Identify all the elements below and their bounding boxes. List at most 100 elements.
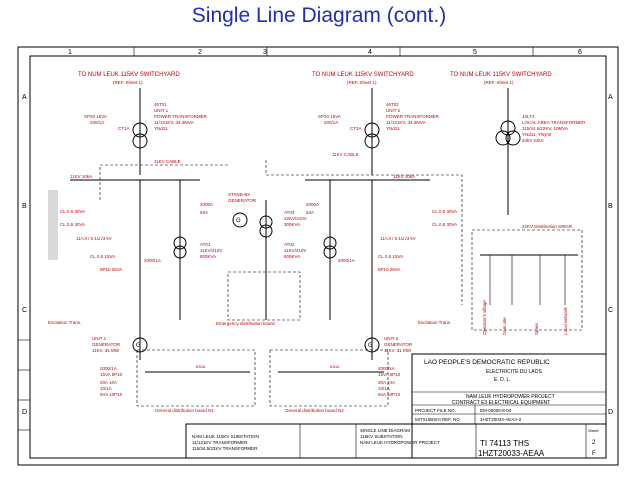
tb-proj-file-value: EM-00000-8-03 — [480, 408, 512, 413]
tb-ref-label: MITSUBISHI REF. NO. — [415, 417, 461, 422]
col-label-4: 4 — [368, 49, 372, 56]
tb-sld-1: SINGLE LINE DIAGRAM — [360, 428, 410, 433]
feeder-dam-site: Dam site — [502, 317, 507, 335]
cl05-right2: CL.0.5 30VA — [432, 222, 457, 227]
at02-l3: 800KVA — [284, 254, 300, 259]
a2000: 2000A — [200, 202, 213, 207]
excitation-left: Excitation Trans. — [48, 320, 81, 325]
feeder-local-network: Local network — [563, 306, 568, 335]
row-label-b-right: B — [608, 203, 613, 210]
local-area-transformer — [495, 120, 521, 146]
cl05-left2: CL.0.5 30VA — [60, 222, 85, 227]
column-markers: 1 2 3 4 5 6 — [68, 47, 582, 56]
tb-sub-2: 11/121KV TRANSFORMER — [192, 440, 248, 445]
tb-rev: F — [592, 451, 596, 457]
title-block — [185, 353, 607, 459]
t3-line1: 10LT2 — [522, 114, 535, 119]
at03-l3: 300KVA — [284, 222, 300, 227]
at01-l3: 800KVA — [200, 254, 216, 259]
gen1-l2: GENERATOR — [92, 342, 121, 347]
t2-line3: POWER TRANSFORMER — [386, 114, 440, 119]
gen1-ct4: 10/1A — [100, 386, 112, 391]
emergency-label: Emergency distribution board — [216, 321, 275, 326]
cable-left: 11KV CABLE — [154, 159, 181, 164]
gdb-n1-box — [136, 349, 256, 407]
gen1-ct3: 20A 10A — [100, 380, 117, 385]
row-label-d: D — [22, 409, 27, 416]
t1-line1: 45T01 — [154, 102, 167, 107]
row-label-a: A — [22, 94, 27, 101]
col-label-5: 5 — [473, 49, 477, 56]
a63: 63A — [200, 210, 208, 215]
col-label-6: 6 — [578, 49, 582, 56]
t2-line1: 46T02 — [386, 102, 399, 107]
tb-sld-3: NAM LEUK HYDROPOWER PROJECT — [360, 440, 440, 445]
switchyard-right: TO NUM LEUK 115KV SWITCHYARD — [450, 72, 552, 78]
tb-sld-2: 115KV SUBSTATION — [360, 434, 403, 439]
interconnect-dashed-left — [99, 164, 230, 200]
side-strip — [18, 190, 58, 431]
sp-mid2: 200/1A — [324, 120, 338, 125]
t3-line2: LOCAL AREA TRANSFORMER — [522, 120, 586, 125]
t3-line4: YNd11, YNyn0 — [522, 132, 552, 137]
a2000-1-left: 2000/1A — [144, 258, 161, 263]
sp10-right: 5P10 25VA — [378, 267, 400, 272]
aux-transformer-at01 — [173, 180, 187, 320]
kv-left: 11KV 10kA — [70, 174, 92, 179]
t1-line3: POWER TRANSFORMER — [154, 114, 208, 119]
standby-label: STAND-BY — [228, 192, 250, 197]
gen2-ct5: 5VA 10P10 — [378, 392, 401, 397]
ratio-left: 11/√3 / 0.11/√3 kV — [76, 236, 112, 241]
gen2-l1: UNIT 2 — [384, 336, 399, 341]
row-label-c-right: C — [608, 307, 613, 314]
gen2-l2: GENERATOR — [384, 342, 413, 347]
sp10-left: 5P10 25VA — [100, 267, 122, 272]
at01-l1: AT01 — [200, 242, 211, 247]
cl05-right: CL.0.5 30VA — [432, 209, 457, 214]
at03-l1: AT03 — [284, 210, 295, 215]
feeder-operators-village: Operator's village — [482, 300, 487, 335]
ratio-right: 11/√3 / 0.11/√3 kV — [380, 236, 416, 241]
tb-sheet-label: Sheet — [588, 428, 599, 433]
feeder-spare: Spare — [534, 322, 539, 335]
tb-utility: ELECTRICITE DU LAOS — [486, 369, 543, 375]
t1-line5: YNd11 — [154, 126, 168, 131]
a2000b: 2000A — [306, 202, 319, 207]
cl05-left: CL.0.5 30VA — [60, 209, 85, 214]
cl05-15-left: CL.0.5 15VA — [90, 254, 115, 259]
aux-transformer-at02 — [323, 180, 337, 320]
dist-bus-label: 22KV Distribution SWGR — [522, 224, 573, 229]
tb-proj-file-label: PROJECT FILE NO. — [415, 408, 456, 413]
a2000-1-right: 2000/1A — [338, 258, 355, 263]
tb-abbr: E. D. L. — [494, 377, 511, 383]
generator-1-glyph: G — [136, 343, 141, 349]
gen1-ct2: 15VA 5P10 — [100, 372, 123, 377]
cl05-15-right: CL.0.5 15VA — [378, 254, 403, 259]
gen1-ct1: 2000/1A — [100, 366, 117, 371]
col-label-2: 2 — [198, 49, 202, 56]
row-label-d-right: D — [608, 409, 613, 416]
tb-drawing-small: TI 74113 THS — [480, 439, 529, 448]
ct-left: CT1A — [118, 126, 130, 131]
generator-label: GENERATOR — [228, 198, 257, 203]
ct-mid: CT2A — [350, 126, 362, 131]
t2-line4: 11/121KV, 34.3MVA — [386, 120, 426, 125]
generator-1-icon — [132, 337, 148, 353]
sp-mid: SP20 15VA — [318, 114, 341, 119]
gdb-n1-label: General distribution board N1 — [155, 408, 214, 413]
aux-transformer-at03 — [259, 200, 273, 320]
switchyard-mid-ref: (REF. Sheet 1) — [347, 80, 377, 85]
switchyard-mid: TO NUM LEUK 115KV SWITCHYARD — [312, 72, 414, 78]
sp-left: SP20 15VA — [84, 114, 107, 119]
switchyard-left-ref: (REF. Sheet 1) — [113, 80, 143, 85]
gen2-l3: 11KV, 31 MW — [384, 348, 412, 353]
t1-line2: UNIT 1 — [154, 108, 169, 113]
power-transformer-1 — [132, 122, 148, 149]
a63b: 63A — [306, 210, 314, 215]
kv-mid: 11KV 10kA — [393, 174, 415, 179]
gen2-ct3: 20A 10A — [378, 380, 395, 385]
gen2-ct1: 2000/1A — [378, 366, 395, 371]
at02-l2: 11KV/410V — [284, 248, 306, 253]
gdb-n2-rating: 630A — [330, 364, 340, 369]
gen1-l3: 11KV, 31 MW — [92, 348, 120, 353]
